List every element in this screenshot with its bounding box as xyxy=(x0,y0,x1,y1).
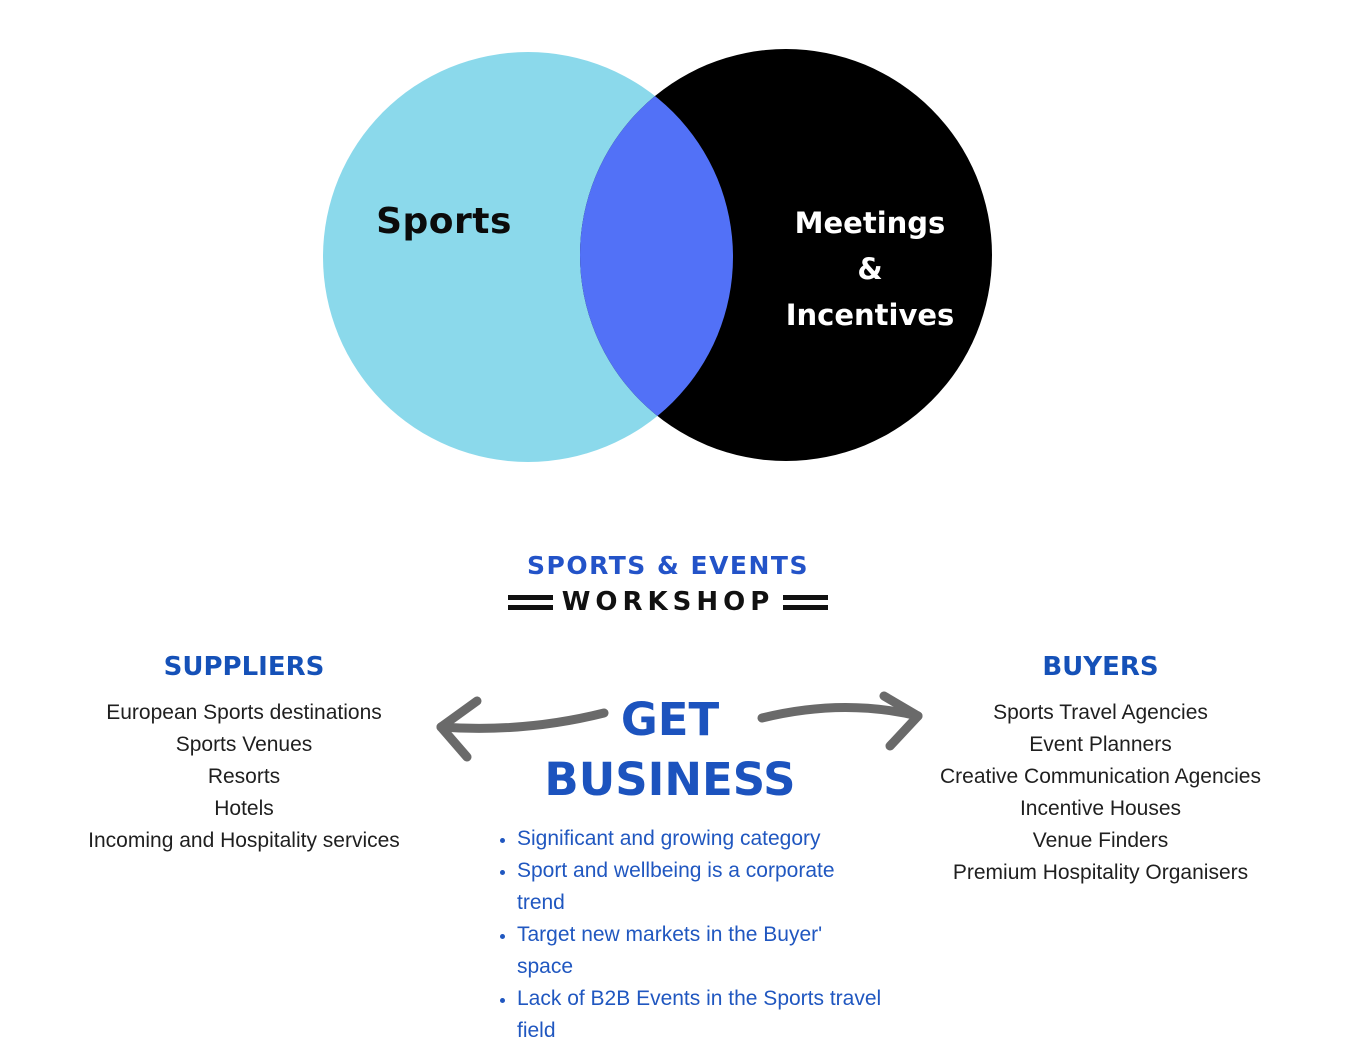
meetings-incentives-line2: & xyxy=(857,252,883,286)
supplier-item: Hotels xyxy=(214,797,274,820)
get-business-line1: GET xyxy=(620,693,720,746)
venn-overlap-region xyxy=(580,52,733,461)
double-line-left-icon xyxy=(507,594,553,610)
suppliers-section: SUPPLIERS European Sports destinations S… xyxy=(44,652,444,857)
buyer-item: Sports Travel Agencies xyxy=(993,701,1208,724)
buyer-item: Venue Finders xyxy=(1032,829,1169,852)
buyer-item: Event Planners xyxy=(1029,733,1172,756)
meetings-incentives-label: Meetings & Incentives xyxy=(755,200,985,338)
sports-label: Sports xyxy=(376,201,512,242)
benefits-list: Significant and growing category Sport a… xyxy=(487,823,884,1047)
buyers-section: BUYERS Sports Travel Agencies Event Plan… xyxy=(893,652,1308,889)
supplier-item: Resorts xyxy=(207,765,281,788)
supplier-item: European Sports destinations xyxy=(106,701,382,724)
buyers-list: Sports Travel Agencies Event Planners Cr… xyxy=(893,697,1308,889)
suppliers-heading: SUPPLIERS xyxy=(163,652,325,682)
right-arrow-icon xyxy=(757,691,923,751)
buyer-item: Premium Hospitality Organisers xyxy=(952,861,1249,884)
buyer-item: Creative Communication Agencies xyxy=(940,765,1261,788)
double-line-right-icon xyxy=(783,594,829,610)
logo-subtitle: WORKSHOP xyxy=(561,587,775,617)
benefit-item: Target new markets in the Buyer' space xyxy=(517,919,884,983)
benefit-item: Sport and wellbeing is a corporate trend xyxy=(517,855,884,919)
supplier-item: Sports Venues xyxy=(175,733,313,756)
suppliers-list: European Sports destinations Sports Venu… xyxy=(44,697,444,857)
buyers-heading: BUYERS xyxy=(1042,652,1159,682)
supplier-item: Incoming and Hospitality services xyxy=(88,829,400,852)
left-arrow-icon xyxy=(436,696,609,762)
venn-diagram xyxy=(323,49,992,462)
buyer-item: Incentive Houses xyxy=(1019,797,1182,820)
get-business-title: GET BUSINESS xyxy=(470,690,870,810)
get-business-line2: BUSINESS xyxy=(544,753,796,806)
workshop-logo: SPORTS & EVENTS WORKSHOP xyxy=(468,551,868,617)
meetings-incentives-line1: Meetings xyxy=(794,206,946,240)
benefit-item: Significant and growing category xyxy=(517,823,884,855)
meetings-incentives-line3: Incentives xyxy=(785,298,955,332)
logo-title: SPORTS & EVENTS xyxy=(527,551,809,580)
benefit-item: Lack of B2B Events in the Sports travel … xyxy=(517,983,884,1047)
